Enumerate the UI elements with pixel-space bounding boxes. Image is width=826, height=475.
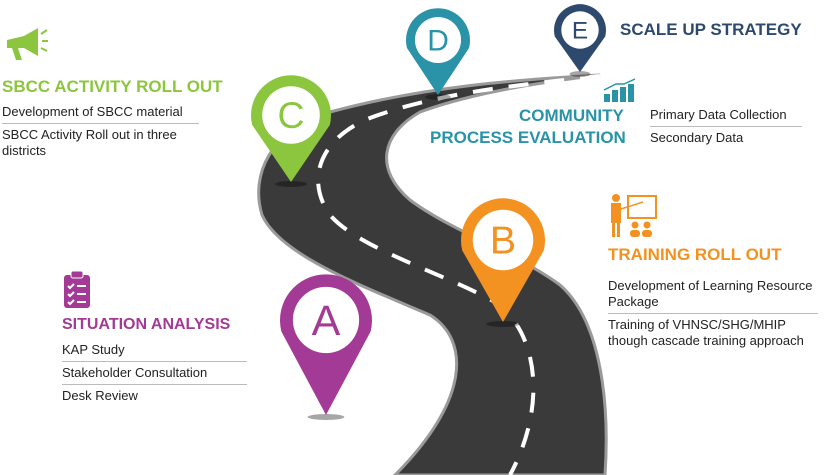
stage-d-title-2: PROCESS EVALUATION xyxy=(430,128,626,147)
bar-chart-growth-icon xyxy=(603,78,636,102)
road-center-dashes xyxy=(316,74,601,475)
pin-inner-circle xyxy=(561,11,599,49)
list-item: Desk Review xyxy=(62,388,138,403)
stage-a-list: KAP Study Stakeholder Consultation Desk … xyxy=(62,339,247,407)
stage-c-title: SBCC ACTIVITY ROLL OUT xyxy=(2,77,223,96)
pin-shadow xyxy=(486,321,520,327)
pin-shadow xyxy=(425,94,451,100)
pin-shadow xyxy=(569,71,591,77)
pins-group: A B C D E xyxy=(250,4,606,420)
list-item: Development of SBCC material xyxy=(2,101,199,124)
list-item: Primary Data Collection xyxy=(650,104,802,127)
pin-inner-circle xyxy=(472,209,534,271)
pin-shadow xyxy=(307,414,345,420)
clipboard-checklist-icon xyxy=(64,270,90,308)
stage-e-title: SCALE UP STRATEGY xyxy=(620,20,802,39)
pin-inner-circle xyxy=(292,286,360,354)
megaphone-icon xyxy=(7,28,48,60)
pin-inner-circle xyxy=(262,86,320,144)
trainer-presentation-icon xyxy=(611,194,657,237)
pin-d: D xyxy=(406,8,470,100)
pin-a: A xyxy=(280,274,372,420)
stage-c-list: Development of SBCC material SBCC Activi… xyxy=(2,101,199,162)
stage-b-list: Development of Learning Resource Package… xyxy=(608,275,818,352)
list-item: Secondary Data xyxy=(650,130,744,145)
pin-letter: E xyxy=(572,17,588,44)
list-item: SBCC Activity Roll out in three district… xyxy=(2,127,177,158)
pin-shadow xyxy=(275,181,307,187)
pin-e: E xyxy=(554,4,606,77)
stage-b-title: TRAINING ROLL OUT xyxy=(608,245,782,264)
stage-d-list: Primary Data Collection Secondary Data xyxy=(650,104,802,149)
pin-letter: D xyxy=(427,24,449,57)
stage-a-title: SITUATION ANALYSIS xyxy=(62,316,231,333)
pin-letter: B xyxy=(490,219,516,263)
list-item: Training of VHNSC/SHG/MHIP though cascad… xyxy=(608,317,804,348)
pin-c: C xyxy=(250,75,331,187)
pin-letter: C xyxy=(277,94,304,136)
list-item: KAP Study xyxy=(62,339,247,362)
pin-letter: A xyxy=(312,297,341,345)
list-item: Stakeholder Consultation xyxy=(62,362,247,385)
stage-d-title-1: COMMUNITY xyxy=(519,106,624,125)
pin-b: B xyxy=(461,198,545,327)
list-item: Development of Learning Resource Package xyxy=(608,275,818,314)
pin-inner-circle xyxy=(414,16,462,64)
